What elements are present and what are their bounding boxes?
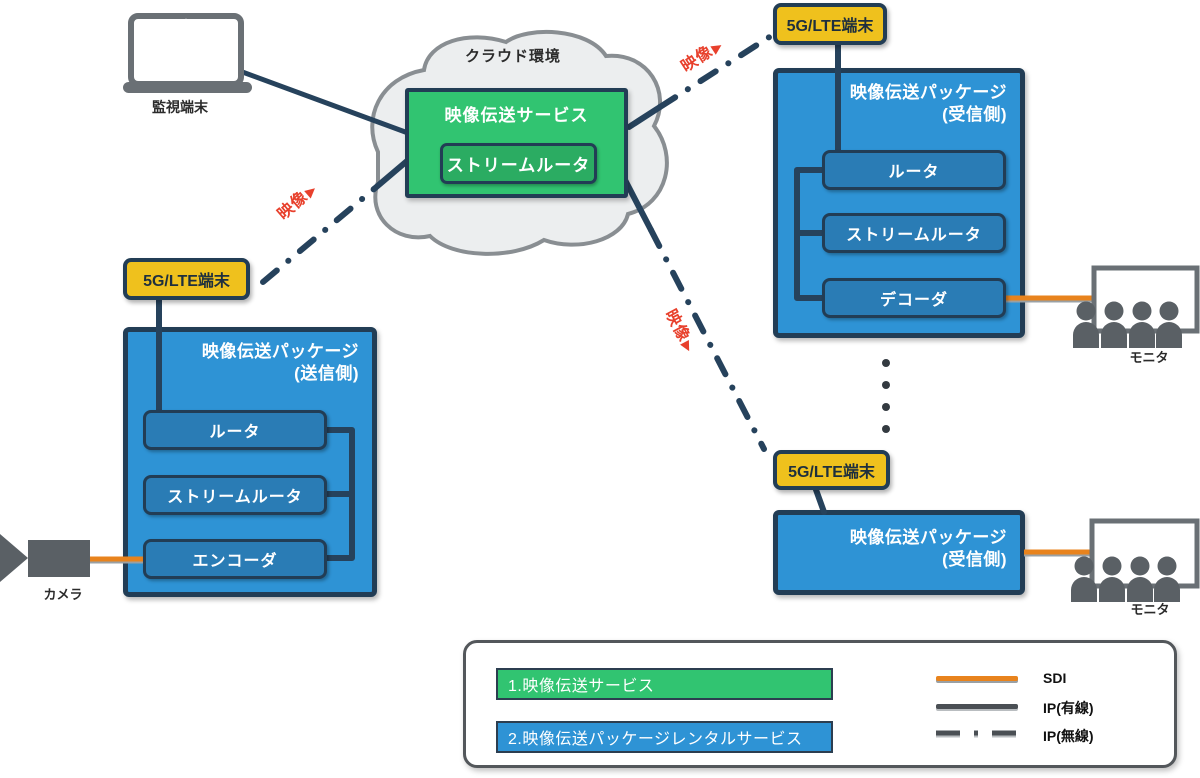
link-bottom-lte-package	[812, 484, 827, 515]
legend-sdi-label: SDI	[1043, 670, 1067, 686]
legend: 1.映像伝送サービス 2.映像伝送パッケージレンタルサービス SDI IP(有線…	[463, 640, 1177, 768]
monitor-top-icon	[1073, 265, 1200, 348]
sender-internal-bus	[325, 427, 355, 561]
link-cloud-bottom-lte-solid	[622, 177, 654, 233]
link-cloud-bottom-lte-wireless	[648, 227, 767, 452]
sdi-decoder-monitor	[1003, 295, 1095, 303]
audience-bottom-icon	[1071, 556, 1180, 602]
sdi-camera-encoder	[90, 556, 146, 564]
receiver-top-package-title: 映像伝送パッケージ (受信側)	[849, 83, 1007, 124]
sender-package-title: 映像伝送パッケージ (送信側)	[201, 342, 359, 383]
monitor-bottom-label: モニタ	[1130, 602, 1170, 617]
stream-router-cloud-box: ストリームルータ	[440, 143, 597, 184]
receiver-top-package-box: 映像伝送パッケージ (受信側)	[773, 68, 1025, 338]
lte-bottom-box: 5G/LTE端末	[773, 450, 890, 490]
cloud-label: クラウド環境	[464, 48, 561, 65]
monitor-terminal-label: 監視端末	[152, 99, 208, 115]
lte-left-box: 5G/LTE端末	[123, 258, 250, 300]
link-left-lte-cloud-solid	[371, 158, 410, 192]
receiver-bottom-package-box: 映像伝送パッケージ (受信側)	[773, 510, 1025, 595]
sender-stream-router-box: ストリームルータ	[143, 475, 327, 515]
monitor-bottom-icon	[1071, 518, 1200, 602]
camera-label: カメラ	[43, 587, 83, 602]
legend-ip-wired-label: IP(有線)	[1043, 700, 1094, 716]
receiver-decoder-box: デコーダ	[822, 278, 1006, 318]
video-service-box: 映像伝送サービス ストリームルータ	[405, 88, 628, 198]
legend-ip-wireless-label: IP(無線)	[1043, 728, 1094, 744]
receiver-router-box: ルータ	[822, 150, 1006, 190]
camera-icon	[0, 534, 90, 582]
legend-sdi-line-sample	[936, 676, 1018, 681]
legend-service-item: 1.映像伝送サービス	[496, 668, 833, 700]
receiver-stream-router-box: ストリームルータ	[822, 213, 1006, 253]
legend-package-item: 2.映像伝送パッケージレンタルサービス	[496, 721, 833, 753]
legend-ip-wired-line-sample	[936, 704, 1018, 709]
video-service-title: 映像伝送サービス	[444, 106, 589, 125]
link-cloud-top-lte-solid	[626, 104, 663, 130]
link-monitor-terminal-cloud	[234, 67, 411, 136]
sender-encoder-box: エンコーダ	[143, 539, 327, 579]
more-receivers-ellipsis	[882, 359, 890, 433]
receiver-top-internal-bus	[794, 167, 824, 301]
sender-router-box: ルータ	[143, 410, 327, 450]
link-cloud-top-lte-wireless	[657, 33, 774, 110]
audience-top-icon	[1073, 301, 1182, 348]
monitor-top-label: モニタ	[1129, 350, 1169, 365]
sdi-bottom-package-monitor	[1024, 549, 1093, 557]
legend-ip-wireless-line-sample	[936, 730, 1018, 736]
lte-top-box: 5G/LTE端末	[773, 3, 887, 45]
receiver-bottom-package-title: 映像伝送パッケージ (受信側)	[849, 528, 1007, 569]
laptop-icon	[123, 13, 252, 93]
